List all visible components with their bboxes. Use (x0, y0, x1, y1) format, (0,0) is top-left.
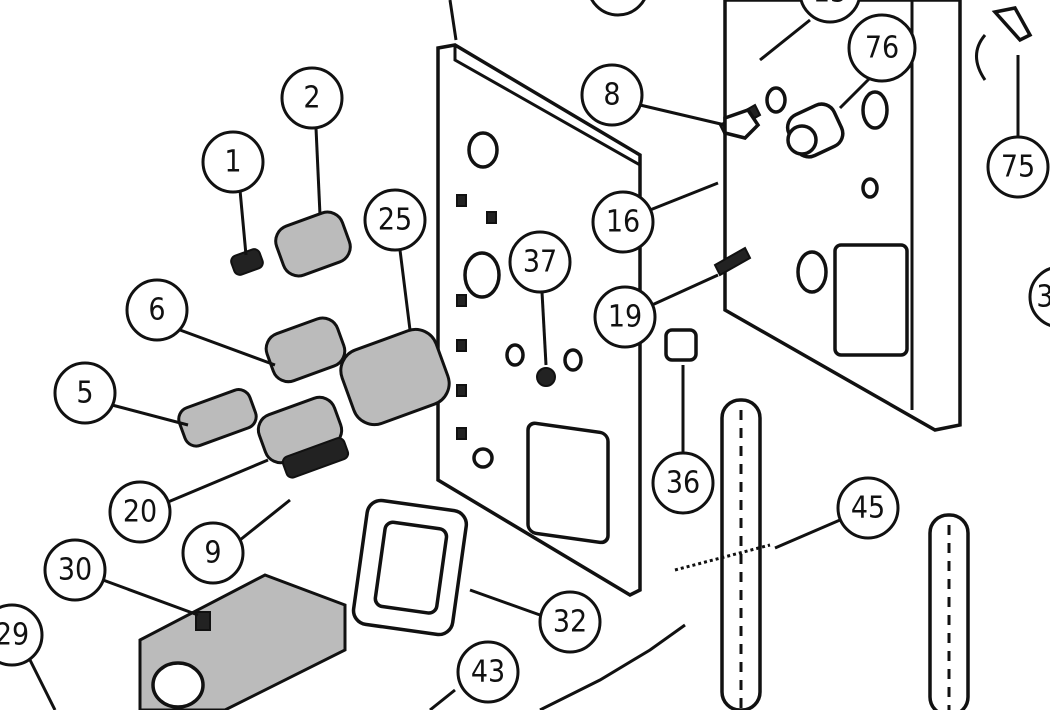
callout-1: 1 (201, 130, 265, 194)
svg-text:45: 45 (851, 491, 885, 526)
callout-3: 3 (1028, 267, 1050, 327)
callout-9: 9 (181, 521, 245, 585)
mounting-plate (436, 43, 642, 597)
svg-text:1: 1 (224, 145, 241, 180)
spring-tubes (720, 398, 970, 710)
lock-housing (723, 0, 962, 432)
svg-text:36: 36 (666, 466, 700, 501)
svg-text:16: 16 (606, 205, 640, 240)
callout-32: 32 (538, 590, 602, 654)
components (138, 6, 1033, 710)
svg-text:5: 5 (76, 376, 93, 411)
svg-text:76: 76 (865, 31, 899, 66)
callout-25: 25 (363, 188, 427, 252)
svg-text:75: 75 (1001, 150, 1035, 185)
svg-text:8: 8 (603, 78, 620, 113)
svg-text:2: 2 (303, 81, 320, 116)
callout-29: 29 (0, 603, 44, 667)
callout-43: 43 (456, 640, 520, 704)
svg-text:19: 19 (608, 300, 642, 335)
svg-text:3: 3 (1036, 280, 1050, 315)
callout-2: 2 (280, 66, 344, 130)
svg-text:25: 25 (378, 203, 412, 238)
callout-15: 15 (799, 0, 861, 24)
callout-5: 5 (53, 361, 117, 425)
svg-text:30: 30 (58, 553, 92, 588)
callout-36: 36 (651, 451, 715, 515)
callout-30: 30 (43, 538, 107, 602)
callout-75: 75 (986, 135, 1050, 199)
callout-6: 6 (125, 278, 189, 342)
callout-45: 45 (836, 476, 900, 540)
svg-text:29: 29 (0, 618, 29, 653)
svg-text:43: 43 (471, 655, 505, 690)
svg-text:20: 20 (123, 495, 157, 530)
callout-19: 19 (593, 285, 657, 349)
svg-text:15: 15 (813, 0, 847, 10)
svg-text:32: 32 (553, 605, 587, 640)
callout-8: 8 (580, 63, 644, 127)
leader-lines (28, 0, 1020, 710)
callout-76: 76 (847, 13, 917, 83)
callout-partial-top (590, 0, 646, 17)
svg-text:9: 9 (204, 536, 221, 571)
callout-16: 16 (591, 190, 655, 254)
svg-text:37: 37 (523, 245, 557, 280)
callout-37: 37 (508, 230, 572, 294)
svg-text:6: 6 (148, 293, 165, 328)
callout-20: 20 (108, 480, 172, 544)
